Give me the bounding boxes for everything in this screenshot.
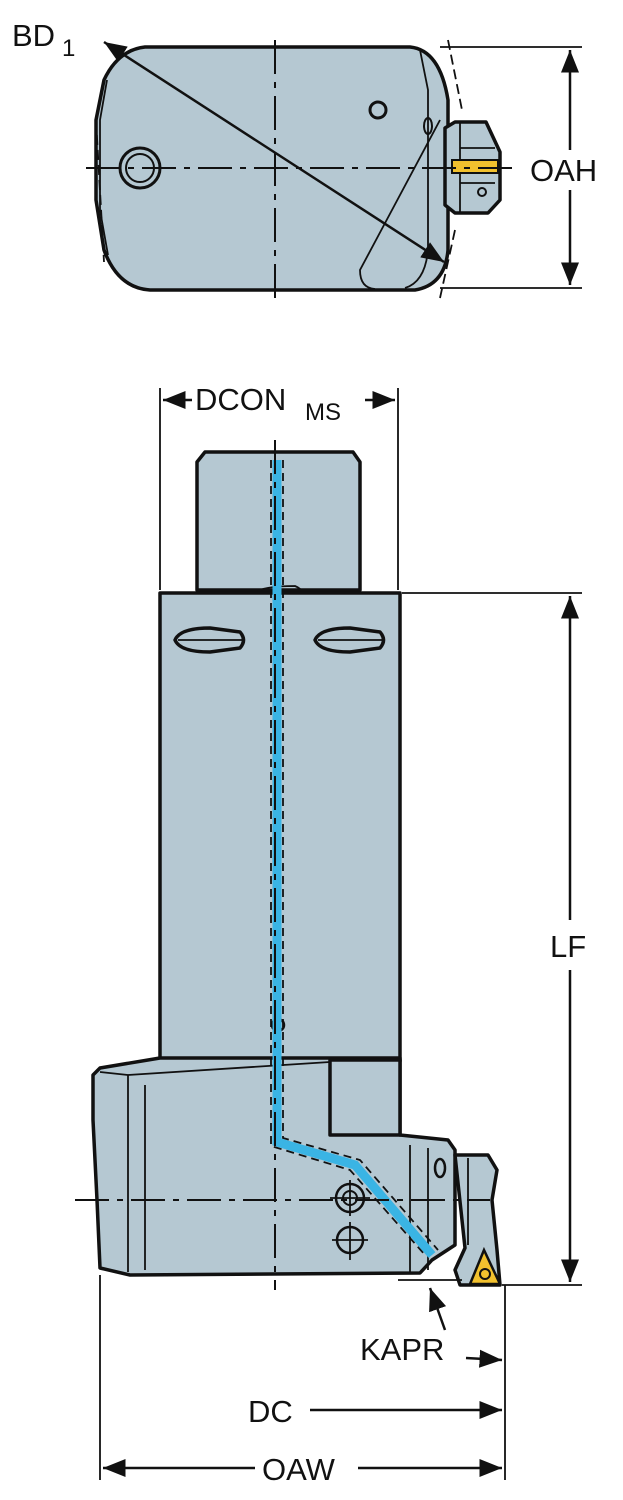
oaw-label: OAW <box>262 1452 336 1487</box>
insert-top <box>451 159 499 174</box>
kapr-label: KAPR <box>360 1332 444 1367</box>
top-view: BD 1 OAH <box>12 18 597 305</box>
small-hole <box>368 100 388 120</box>
dcon-subscript: MS <box>305 399 341 426</box>
bd1-subscript: 1 <box>62 35 75 62</box>
side-view: DCON MS <box>75 382 586 1487</box>
dc-label: DC <box>248 1394 293 1429</box>
bd1-label: BD <box>12 18 55 53</box>
lf-label: LF <box>550 929 586 964</box>
dcon-label: DCON <box>195 382 286 417</box>
coolant-channel <box>272 460 436 1258</box>
insert <box>468 1246 502 1286</box>
oah-label: OAH <box>530 153 597 188</box>
insert-pocket <box>453 1153 502 1287</box>
head-block <box>328 1058 402 1137</box>
bd1-dimension-line <box>103 40 445 264</box>
